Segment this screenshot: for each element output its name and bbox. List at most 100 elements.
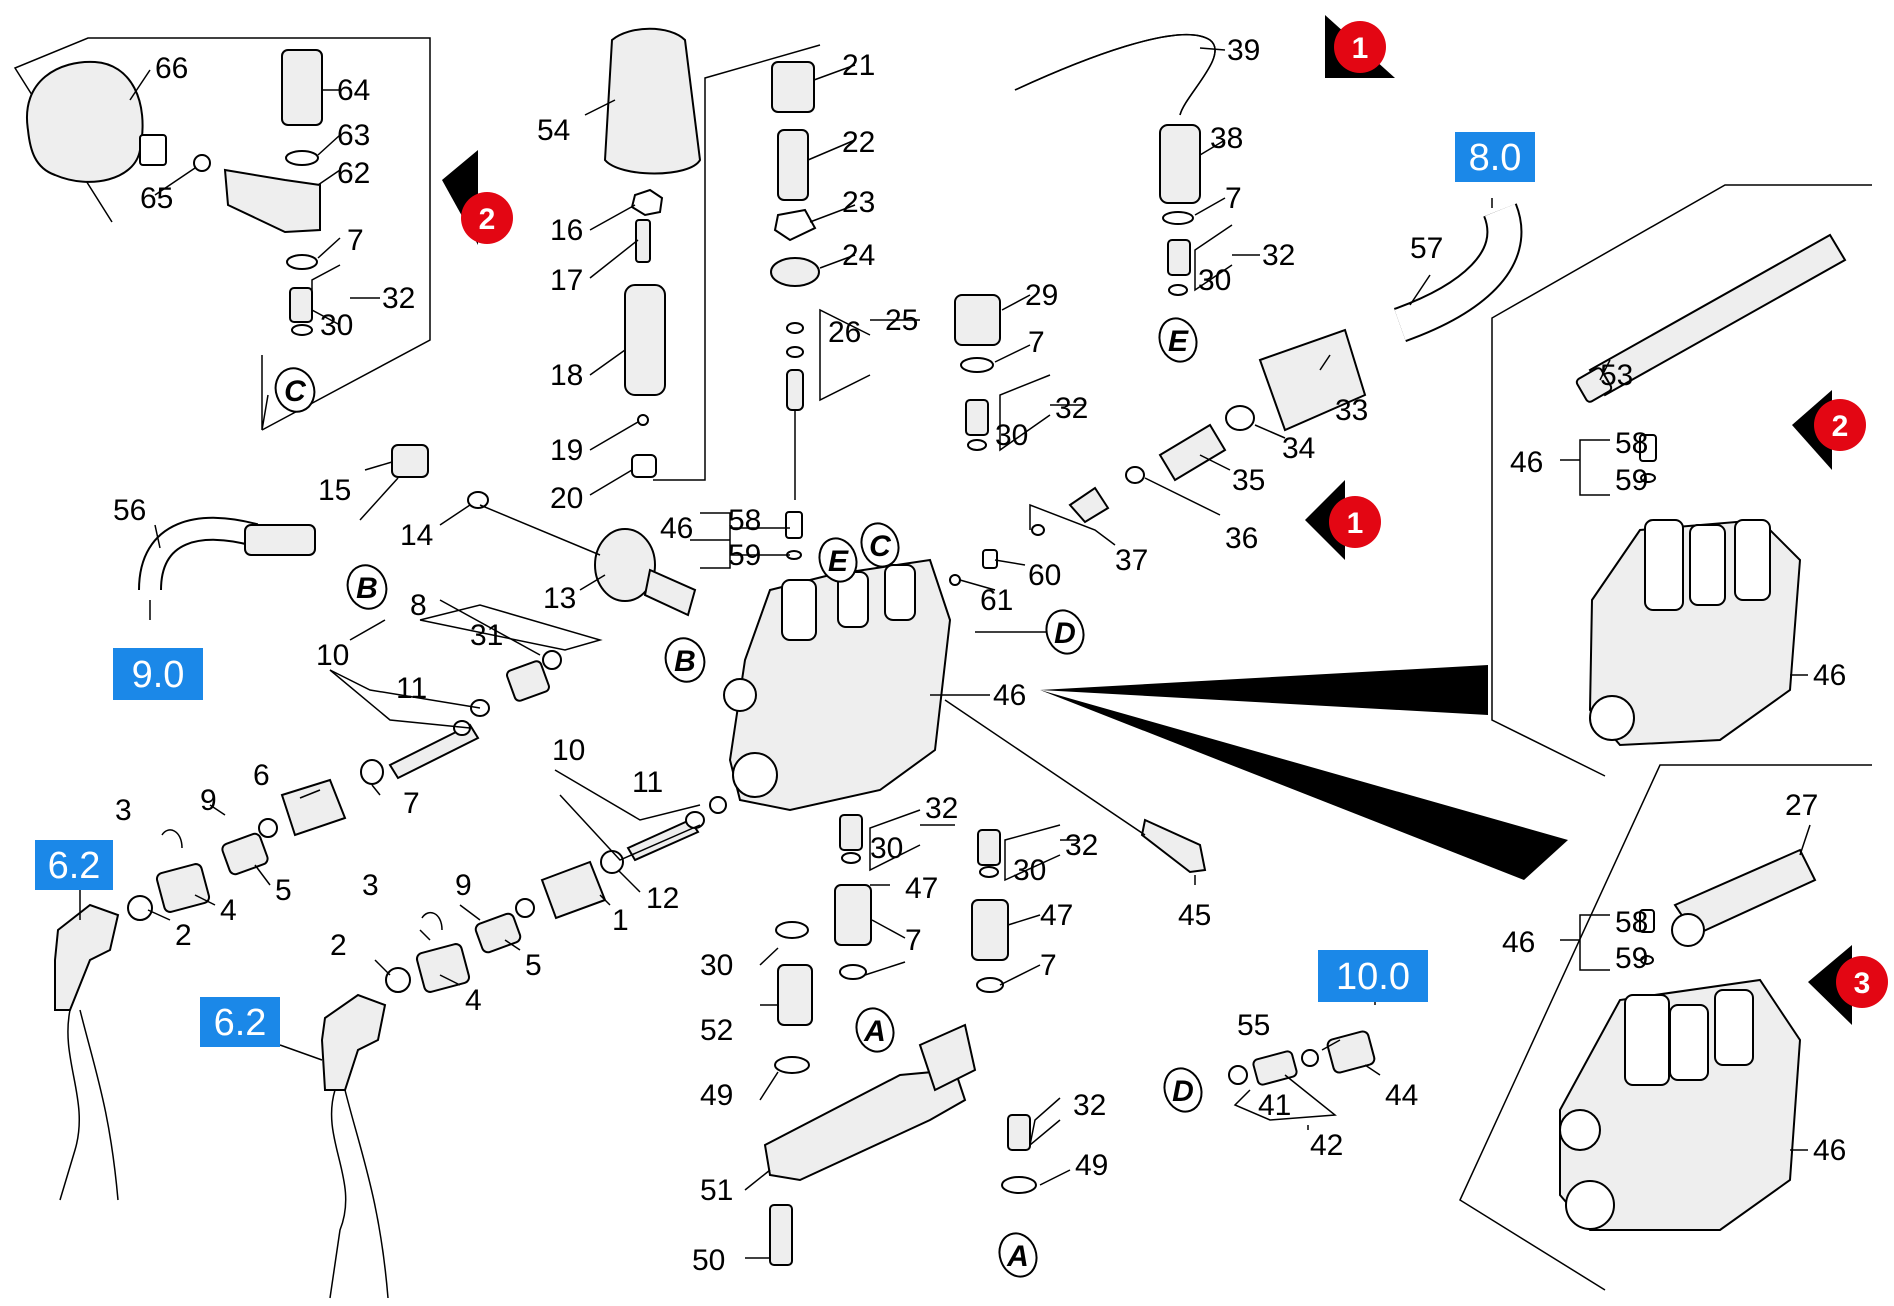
- page-marker-1-top[interactable]: 1: [1325, 15, 1395, 78]
- svg-text:C: C: [284, 375, 307, 408]
- callout-27: 27: [1785, 789, 1818, 822]
- callout-30: 30: [995, 419, 1028, 452]
- part-26-washer: [786, 322, 804, 334]
- callout-32: 32: [925, 792, 958, 825]
- part-16-nut: [630, 188, 664, 217]
- section-tag-6-2-left[interactable]: 6.2: [35, 840, 113, 890]
- callout-49: 49: [1075, 1149, 1108, 1182]
- callout-54: 54: [537, 114, 570, 147]
- callout-32: 32: [1073, 1089, 1106, 1122]
- callout-9: 9: [455, 869, 472, 902]
- part-65-fitting: [139, 134, 167, 166]
- page-marker-2-right[interactable]: 2: [1792, 390, 1866, 470]
- callout-11: 11: [632, 766, 663, 799]
- callout-4: 4: [220, 894, 237, 927]
- callout-58: 58: [728, 504, 761, 537]
- callout-30: 30: [1198, 264, 1231, 297]
- part-8-oring: [542, 650, 562, 670]
- connection-letter-d-bottom: D: [1163, 1067, 1203, 1113]
- callout-66: 66: [155, 52, 188, 85]
- callout-7: 7: [347, 224, 364, 257]
- callout-32: 32: [1262, 239, 1295, 272]
- section-tag-6-2-right[interactable]: 6.2: [200, 997, 280, 1047]
- callout-32: 32: [382, 282, 415, 315]
- part-30-oring-g: [775, 921, 809, 939]
- section-tag-10-0[interactable]: 10.0: [1318, 950, 1428, 1002]
- part-21-plug: [771, 61, 815, 113]
- callout-20: 20: [550, 482, 583, 515]
- callout-4: 4: [465, 984, 482, 1017]
- part-4-valve: [155, 863, 211, 913]
- sensor-left: [54, 903, 120, 1011]
- part-11-ring-d: [709, 796, 727, 814]
- part-4-valve-b: [415, 943, 471, 993]
- part-35-spring: [1158, 423, 1227, 482]
- part-61-ring: [949, 574, 961, 586]
- callout-46: 46: [993, 679, 1026, 712]
- part-9-washer: [258, 818, 278, 838]
- svg-text:C: C: [869, 530, 892, 563]
- part-50-bolt: [769, 1204, 793, 1266]
- connection-letter-e-manifold: E: [818, 537, 858, 583]
- part-54-cap: [603, 27, 702, 175]
- svg-text:8.0: 8.0: [1469, 137, 1522, 179]
- connection-letter-c-manifold: C: [860, 522, 900, 568]
- callout-59: 59: [728, 539, 761, 572]
- connection-letter-b-hose: B: [346, 564, 388, 610]
- callout-46: 46: [1502, 926, 1535, 959]
- part-7-oring-d: [360, 759, 384, 785]
- callout-17: 17: [550, 264, 583, 297]
- part-52-sleeve: [777, 964, 813, 1026]
- part-30-ring-d: [841, 852, 861, 864]
- callout-10: 10: [316, 639, 349, 672]
- callout-3: 3: [115, 794, 132, 827]
- part-19-ball: [637, 414, 649, 426]
- connection-letter-a-bottom: A: [998, 1232, 1038, 1278]
- callout-46: 46: [660, 512, 693, 545]
- svg-text:2: 2: [1832, 410, 1849, 443]
- callout-58: 58: [1615, 427, 1648, 460]
- callout-2: 2: [330, 929, 347, 962]
- callout-25: 25: [885, 304, 918, 337]
- part-24-nut: [770, 257, 820, 287]
- callout-63: 63: [337, 119, 370, 152]
- callout-55: 55: [1237, 1009, 1270, 1042]
- section-tags: 8.0 9.0 6.2 6.2 10.0: [35, 132, 1535, 1047]
- section-tag-8-0[interactable]: 8.0: [1455, 132, 1535, 182]
- callout-19: 19: [550, 434, 583, 467]
- part-29-plug: [954, 294, 1001, 346]
- callout-7: 7: [403, 787, 420, 820]
- svg-text:9.0: 9.0: [132, 654, 185, 696]
- part-30-ring-a: [291, 324, 313, 336]
- callout-7: 7: [1225, 182, 1242, 215]
- connection-letter-e-top: E: [1158, 317, 1198, 363]
- callout-3: 3: [362, 869, 379, 902]
- callout-32: 32: [1055, 392, 1088, 425]
- svg-text:1: 1: [1347, 507, 1364, 540]
- callout-59: 59: [1615, 942, 1648, 975]
- page-marker-2-left[interactable]: 2: [442, 150, 513, 245]
- part-44-plug: [1326, 1030, 1376, 1074]
- callout-46: 46: [1510, 446, 1543, 479]
- callout-36: 36: [1225, 522, 1258, 555]
- svg-text:1: 1: [1352, 32, 1369, 65]
- section-tag-9-0[interactable]: 9.0: [113, 648, 203, 700]
- callout-26: 26: [828, 316, 861, 349]
- svg-text:10.0: 10.0: [1336, 956, 1410, 998]
- part-66-accumulator: [25, 60, 144, 183]
- sensor-right: [320, 993, 387, 1091]
- callout-15: 15: [318, 474, 351, 507]
- part-10-piston-b: [626, 818, 700, 862]
- callout-5: 5: [275, 874, 292, 907]
- callout-21: 21: [842, 49, 875, 82]
- part-49-oring: [774, 1056, 810, 1074]
- callout-22: 22: [842, 126, 875, 159]
- callout-45: 45: [1178, 899, 1211, 932]
- part-63-oring: [285, 150, 319, 166]
- page-marker-3-right[interactable]: 3: [1808, 945, 1888, 1025]
- part-30-valve-e: [977, 829, 1001, 866]
- callout-30: 30: [1013, 854, 1046, 887]
- frame-lines: [13, 37, 1872, 1291]
- page-marker-1-mid[interactable]: 1: [1305, 480, 1381, 560]
